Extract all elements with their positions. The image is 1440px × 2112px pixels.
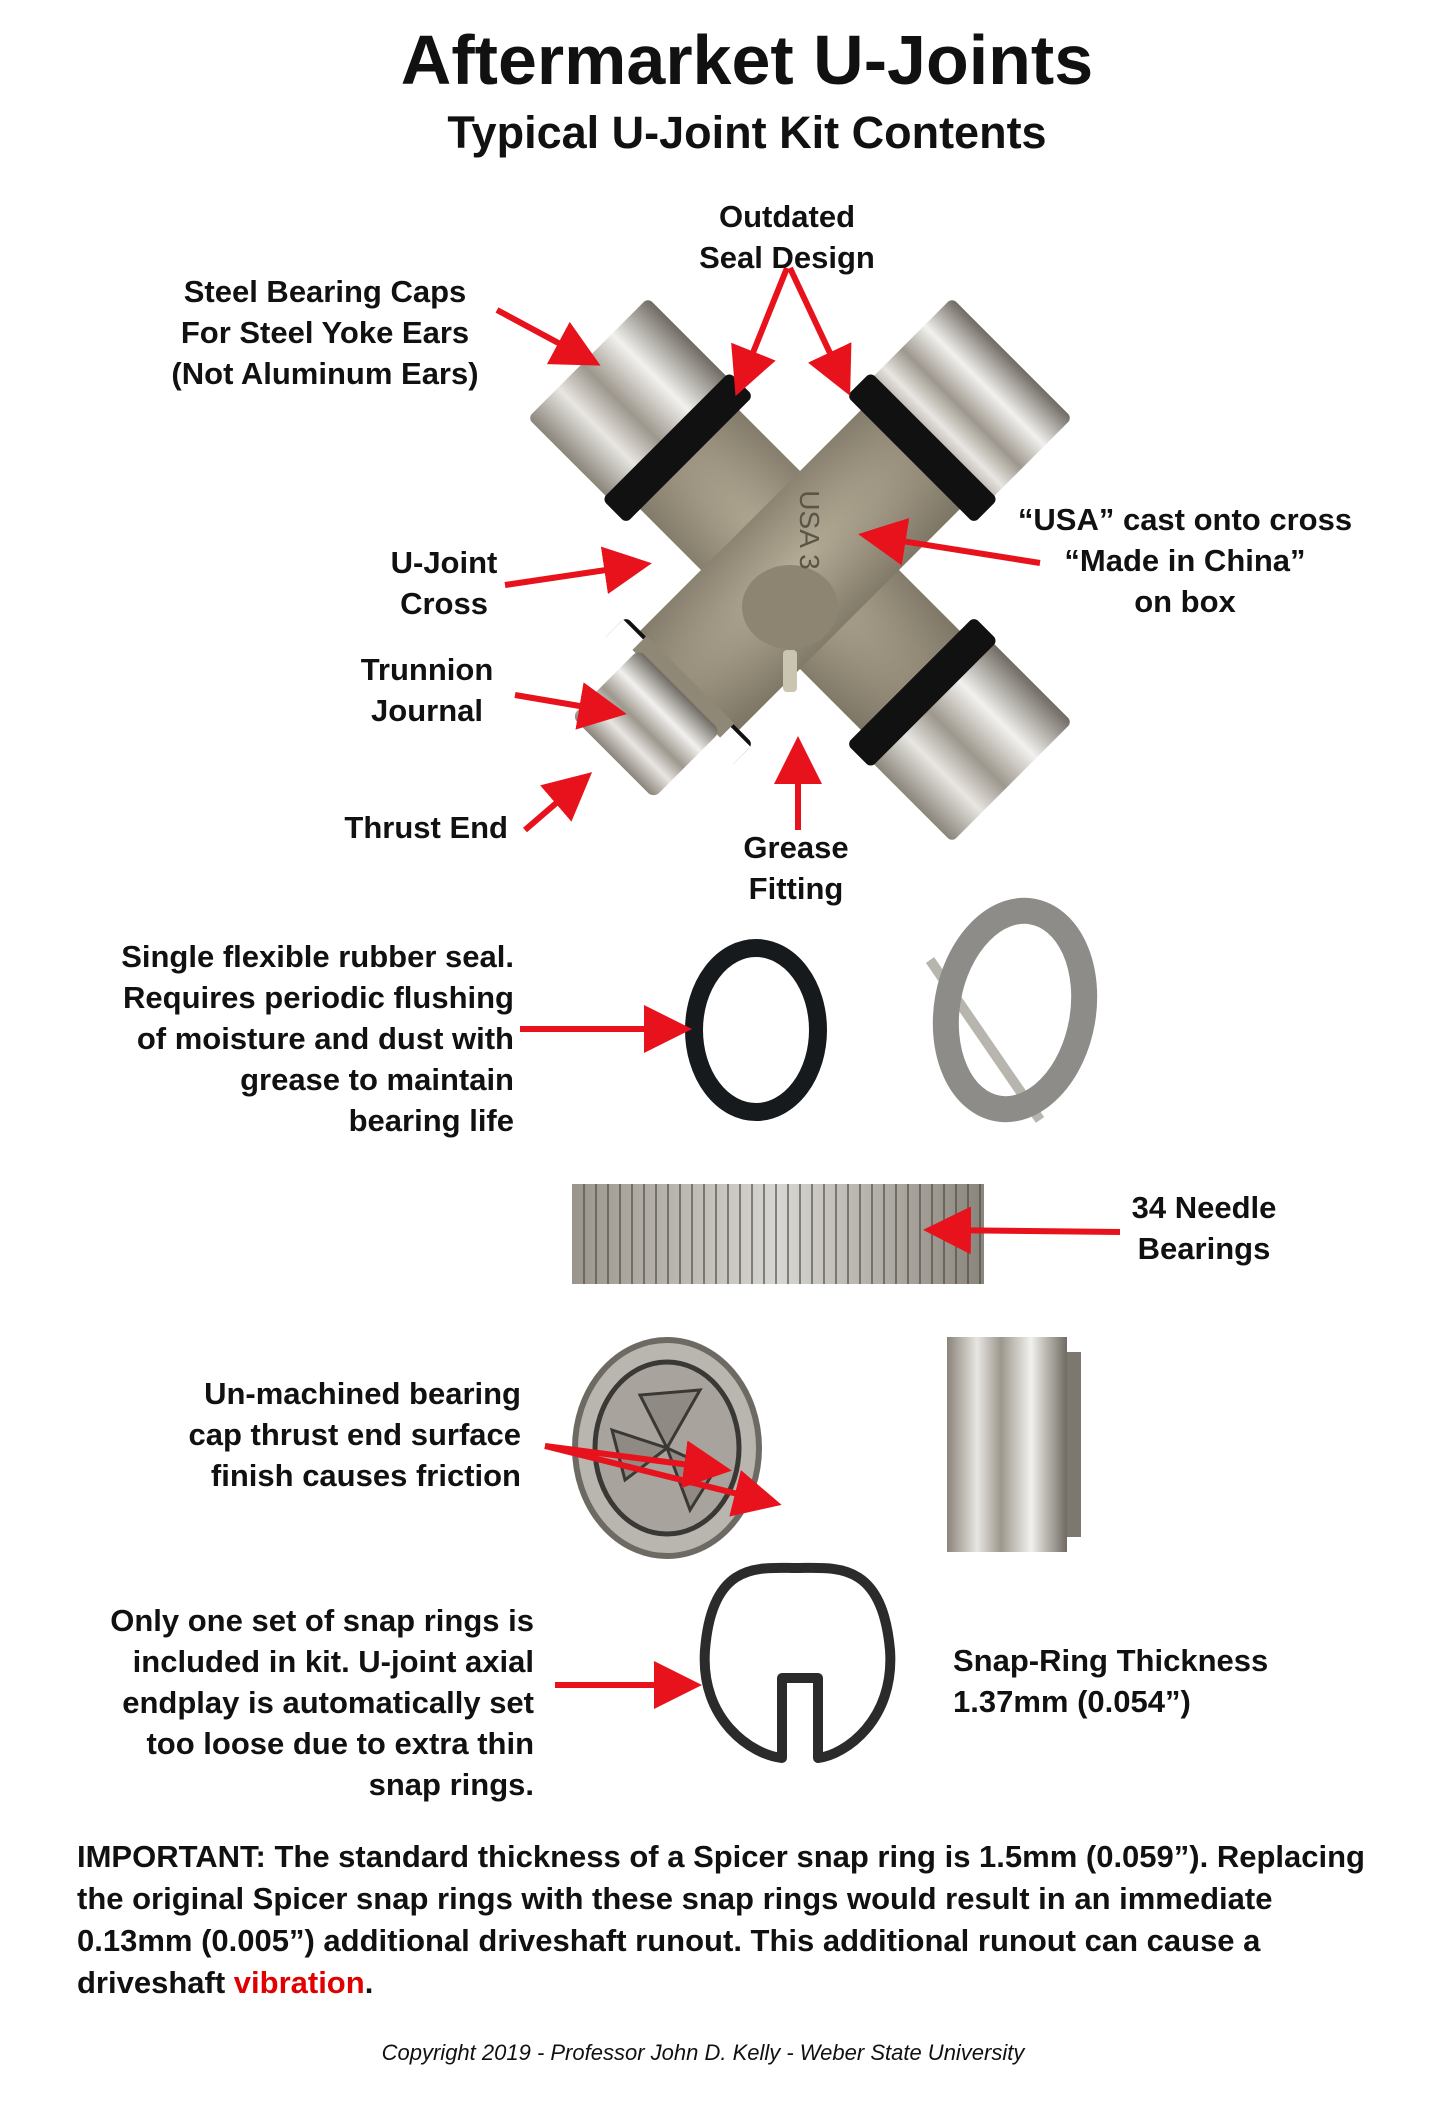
- label-line: snap rings.: [368, 1767, 534, 1802]
- label-ujoint-cross: U-Joint Cross: [344, 542, 544, 624]
- label-snap-ring-thickness: Snap-Ring Thickness 1.37mm (0.054”): [953, 1640, 1333, 1722]
- label-line: Trunnion: [360, 652, 494, 687]
- label-line: (Not Aluminum Ears): [171, 356, 479, 391]
- metal-seal-photo: [925, 897, 1098, 1123]
- label-line: 34 Needle: [1131, 1190, 1277, 1225]
- important-note-text: IMPORTANT: The standard thickness of a S…: [77, 1839, 1365, 2000]
- label-grease-fitting: Grease Fitting: [696, 827, 896, 909]
- label-snap-rings: Only one set of snap rings is included i…: [20, 1600, 534, 1805]
- label-line: included in kit. U-joint axial: [132, 1644, 534, 1679]
- label-needle-bearings: 34 Needle Bearings: [1104, 1187, 1304, 1269]
- label-line: “Made in China”: [1064, 543, 1306, 578]
- label-bearing-caps: Steel Bearing Caps For Steel Yoke Ears (…: [140, 271, 510, 394]
- page-title: Aftermarket U-Joints: [400, 21, 1094, 99]
- label-line: Fitting: [748, 871, 844, 906]
- label-line: Grease: [743, 830, 849, 865]
- label-line: U-Joint: [390, 545, 498, 580]
- important-note-highlight: vibration: [233, 1965, 365, 2000]
- label-line: Journal: [371, 693, 483, 728]
- bearing-cap-end-photo: [572, 1337, 762, 1559]
- page-subtitle: Typical U-Joint Kit Contents: [447, 107, 1047, 158]
- label-usa-cast: “USA” cast onto cross “Made in China” on…: [985, 499, 1385, 622]
- label-rubber-seal: Single flexible rubber seal. Requires pe…: [40, 936, 514, 1141]
- label-line: endplay is automatically set: [122, 1685, 534, 1720]
- label-line: finish causes friction: [210, 1458, 521, 1493]
- label-line: Requires periodic flushing: [123, 980, 514, 1015]
- label-line: on box: [1134, 584, 1236, 619]
- label-bearing-cap-surface: Un-machined bearing cap thrust end surfa…: [80, 1373, 521, 1496]
- label-line: cap thrust end surface: [188, 1417, 521, 1452]
- label-line: bearing life: [348, 1103, 514, 1138]
- snap-ring-photo: [699, 1562, 896, 1763]
- label-line: Only one set of snap rings is: [110, 1603, 534, 1638]
- label-line: of moisture and dust with: [136, 1021, 514, 1056]
- label-line: For Steel Yoke Ears: [180, 315, 470, 350]
- rubber-seal-photo: [685, 939, 827, 1121]
- copyright-footer: Copyright 2019 - Professor John D. Kelly…: [381, 2040, 1025, 2065]
- label-line: Bearings: [1137, 1231, 1271, 1266]
- needle-bearings-photo: [572, 1184, 984, 1284]
- svg-text:USA 3: USA 3: [794, 490, 825, 569]
- label-line: Outdated: [718, 199, 856, 234]
- label-line: Cross: [400, 586, 488, 621]
- label-line: Thrust End: [344, 810, 508, 845]
- label-line: too loose due to extra thin: [146, 1726, 534, 1761]
- label-line: Seal Design: [699, 240, 875, 275]
- label-trunnion: Trunnion Journal: [327, 649, 527, 731]
- important-note: IMPORTANT: The standard thickness of a S…: [77, 1836, 1377, 2004]
- label-line: Un-machined bearing: [204, 1376, 521, 1411]
- label-line: Single flexible rubber seal.: [121, 939, 514, 974]
- label-seal-design: Outdated Seal Design: [687, 196, 887, 278]
- important-note-end: .: [364, 1965, 374, 2000]
- bearing-cap-side-photo: [947, 1337, 1067, 1552]
- label-thrust-end: Thrust End: [200, 807, 508, 848]
- label-line: 1.37mm (0.054”): [953, 1684, 1191, 1719]
- callout-arrows: [495, 266, 1121, 1709]
- label-line: grease to maintain: [240, 1062, 514, 1097]
- label-line: “USA” cast onto cross: [1017, 502, 1353, 537]
- label-line: Steel Bearing Caps: [183, 274, 467, 309]
- label-line: Snap-Ring Thickness: [953, 1643, 1269, 1678]
